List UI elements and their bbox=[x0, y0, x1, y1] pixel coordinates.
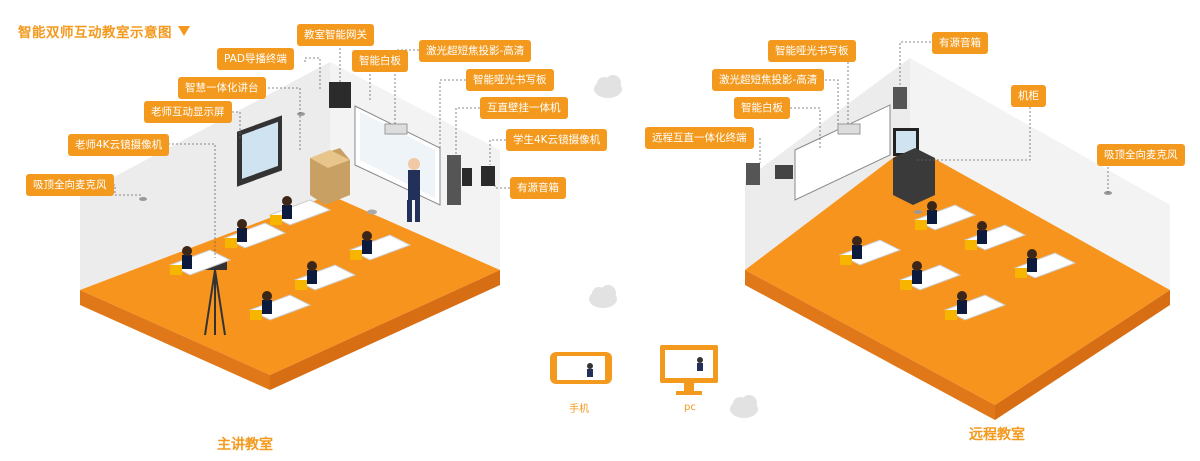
label-remote-speaker: 有源音箱 bbox=[932, 32, 988, 54]
label-podium: 智慧一体化讲台 bbox=[178, 77, 266, 99]
label-remote-whiteboard: 智能白板 bbox=[734, 97, 790, 119]
pc-label: pc bbox=[684, 402, 696, 413]
phone-label: 手机 bbox=[569, 404, 589, 415]
label-laser-projector: 激光超短焦投影-高清 bbox=[419, 40, 532, 62]
remote-classroom-furniture bbox=[746, 87, 1112, 214]
pc-icon bbox=[660, 345, 718, 395]
remote-classroom-room bbox=[745, 58, 1170, 420]
label-remote-terminal: 远程互直一体化终端 bbox=[645, 127, 754, 149]
label-remote-projector: 激光超短焦投影-高清 bbox=[712, 69, 825, 91]
label-cabinet: 机柜 bbox=[1011, 85, 1046, 107]
main-classroom-caption: 主讲教室 bbox=[217, 437, 273, 453]
label-pad-terminal: PAD导播终端 bbox=[217, 48, 294, 70]
label-gateway: 教室智能网关 bbox=[297, 24, 374, 46]
cloud-icon-group bbox=[589, 75, 758, 418]
main-classroom-room bbox=[80, 62, 500, 390]
remote-classroom-caption: 远程教室 bbox=[969, 427, 1025, 443]
diagram-title: 智能双师互动教室示意图 bbox=[18, 21, 190, 41]
label-remote-ceiling-mic: 吸顶全向麦克风 bbox=[1097, 144, 1185, 166]
label-student-camera: 学生4K云镜摄像机 bbox=[506, 129, 608, 151]
main-classroom-students bbox=[168, 196, 412, 321]
label-wall-terminal: 互直壁挂一体机 bbox=[480, 97, 568, 119]
label-writing-board: 智能哑光书写板 bbox=[466, 69, 554, 91]
label-smart-whiteboard: 智能白板 bbox=[352, 50, 408, 72]
label-teacher-camera: 老师4K云镜摄像机 bbox=[68, 134, 170, 156]
cloud-icon bbox=[730, 395, 758, 418]
main-classroom-furniture bbox=[139, 82, 495, 336]
label-speaker: 有源音箱 bbox=[510, 177, 566, 199]
label-ceiling-mic: 吸顶全向麦克风 bbox=[26, 174, 114, 196]
phone-icon bbox=[550, 352, 612, 384]
cloud-icon bbox=[589, 285, 617, 308]
label-remote-writing-board: 智能哑光书写板 bbox=[768, 40, 856, 62]
label-teacher-display: 老师互动显示屏 bbox=[144, 101, 232, 123]
caret-down-icon bbox=[178, 26, 190, 36]
remote-classroom-students bbox=[838, 201, 1077, 321]
cloud-icon bbox=[594, 75, 622, 98]
